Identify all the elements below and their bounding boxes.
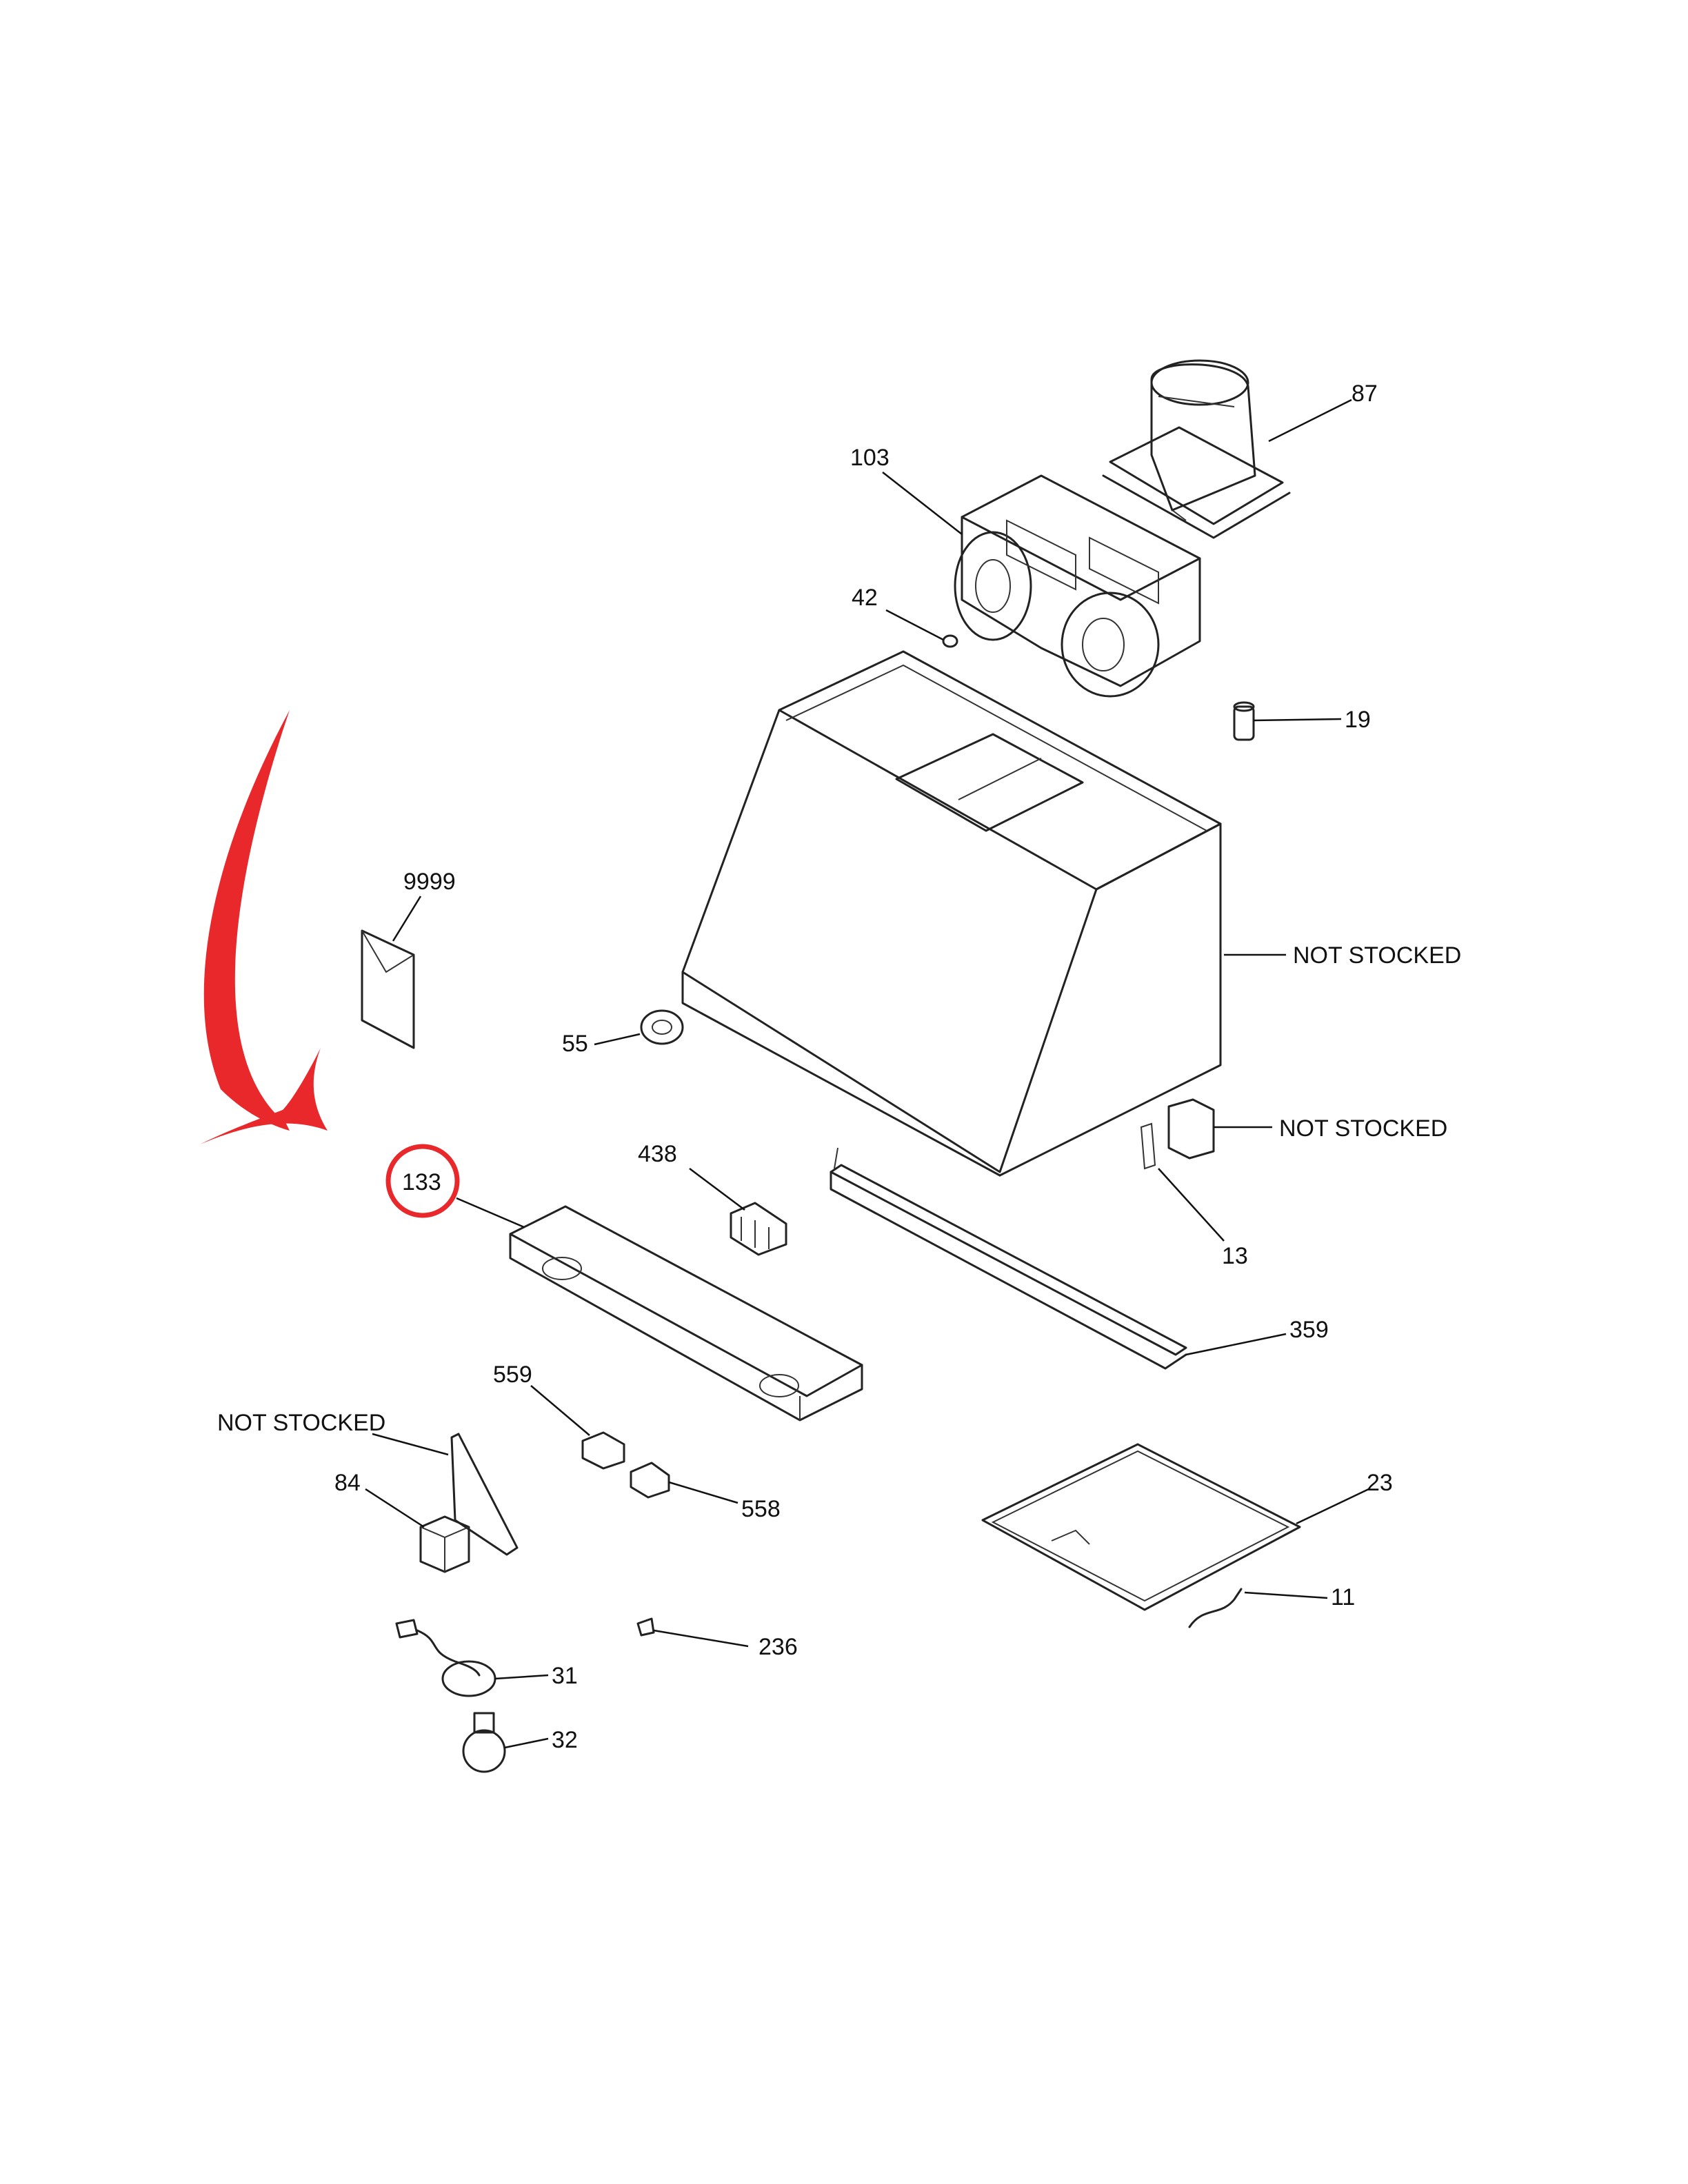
callout-438: 438: [638, 1141, 677, 1167]
highlight-arrow: [200, 710, 328, 1144]
part-359-trim-rail: [830, 1147, 1187, 1370]
highlight-arrow-shaft: [203, 710, 290, 1131]
part-32-light-bulb: [462, 1712, 506, 1773]
part-559-switch: [581, 1431, 625, 1470]
highlight-arrow-head: [200, 1048, 328, 1144]
part-133-bottom-panel: [509, 1205, 863, 1422]
highlight-circle-133: [385, 1144, 460, 1218]
callout-42: 42: [852, 585, 878, 611]
callout-not-stocked-box: NOT STOCKED: [1279, 1115, 1447, 1142]
part-23-grease-filter: [981, 1443, 1301, 1611]
callout-87: 87: [1352, 381, 1378, 407]
part-9999-literature: [361, 929, 415, 1049]
part-55-light-lens: [640, 1009, 684, 1045]
hood-body: [681, 650, 1222, 1177]
part-438-terminal-block: [730, 1202, 787, 1256]
part-42-nut: [942, 634, 958, 648]
callout-31: 31: [552, 1663, 578, 1689]
callout-559: 559: [493, 1362, 532, 1388]
callout-236: 236: [758, 1634, 798, 1660]
mounting-bracket: [450, 1433, 519, 1556]
part-558-switch: [630, 1462, 670, 1499]
callout-359: 359: [1289, 1317, 1329, 1343]
callout-133: 133: [402, 1169, 441, 1195]
part-103-blower-assembly: [954, 474, 1201, 698]
part-13-control-box: [1140, 1098, 1215, 1170]
part-87-duct-collar: [1102, 359, 1291, 539]
callout-11: 11: [1331, 1584, 1355, 1610]
callout-84: 84: [334, 1470, 361, 1496]
part-84-transformer: [419, 1515, 470, 1573]
callout-558: 558: [741, 1496, 781, 1522]
callout-9999: 9999: [403, 869, 456, 895]
part-236-clip: [636, 1617, 655, 1637]
callout-13: 13: [1222, 1243, 1248, 1269]
part-31-lamp-socket: [395, 1619, 496, 1697]
callout-19: 19: [1345, 707, 1371, 733]
callout-not-stocked-bracket: NOT STOCKED: [217, 1410, 385, 1436]
callout-32: 32: [552, 1727, 578, 1753]
callout-55: 55: [562, 1031, 588, 1057]
callout-not-stocked-hood: NOT STOCKED: [1293, 942, 1461, 969]
part-19-capacitor: [1233, 701, 1255, 741]
callout-23: 23: [1367, 1470, 1393, 1496]
part-11-filter-spring: [1188, 1588, 1243, 1628]
callout-103: 103: [850, 445, 890, 471]
